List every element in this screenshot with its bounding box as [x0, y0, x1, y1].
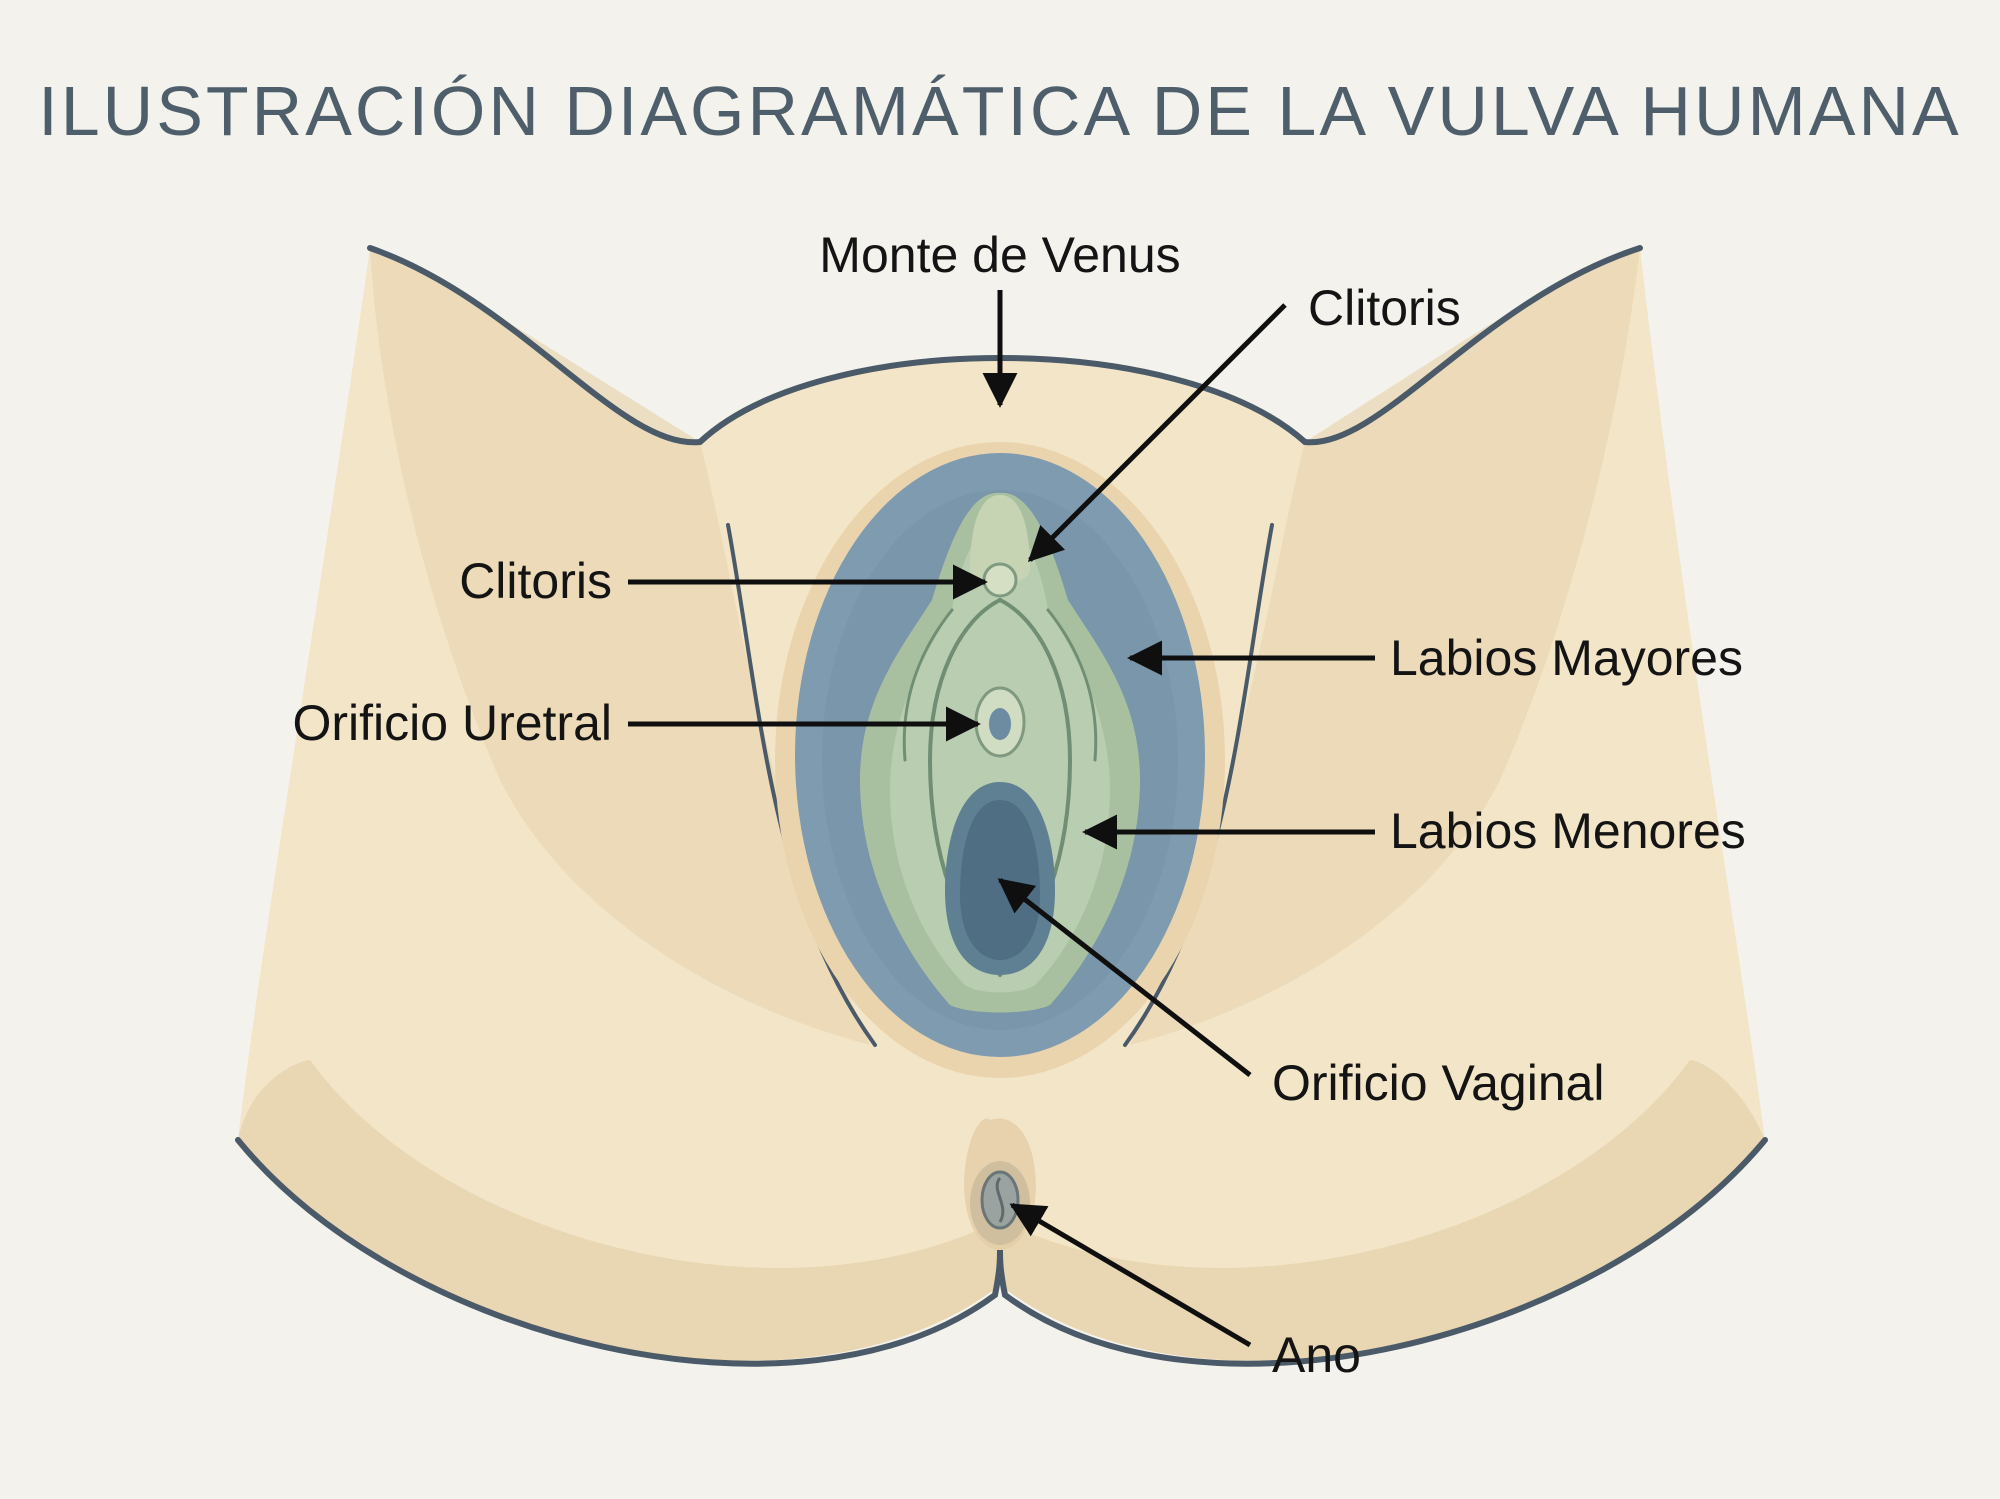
left-thigh-shadow: [370, 248, 870, 1045]
leader-clitoris-top: [1027, 303, 1287, 563]
leader-vaginal: [997, 878, 1252, 1077]
labels: Monte de Venus Clitoris Clitoris Labios …: [293, 227, 1746, 1383]
label-monte-de-venus: Monte de Venus: [819, 227, 1180, 283]
left-thigh-crease: [726, 523, 877, 1047]
label-clitoris-left: Clitoris: [459, 553, 612, 609]
clitoris-structure: [970, 495, 1030, 598]
label-clitoris-top: Clitoris: [1308, 280, 1461, 336]
label-labios-menores: Labios Menores: [1390, 803, 1746, 859]
lower-shadow: [238, 1060, 1765, 1361]
vaginal-orifice: [945, 782, 1055, 975]
diagram-title: ILUSTRACIÓN DIAGRAMÁTICA DE LA VULVA HUM…: [38, 72, 1961, 150]
anus: [970, 1161, 1030, 1245]
leader-lines: [628, 290, 1375, 1348]
clitoris-glans: [982, 562, 1018, 598]
right-thigh-crease: [1123, 523, 1274, 1047]
label-ano: Ano: [1272, 1327, 1361, 1383]
label-orificio-vaginal: Orificio Vaginal: [1272, 1055, 1605, 1111]
label-orificio-uretral: Orificio Uretral: [293, 695, 612, 751]
leader-anus: [1009, 1202, 1252, 1348]
label-labios-mayores: Labios Mayores: [1390, 630, 1743, 686]
right-thigh-shadow: [1130, 248, 1640, 1045]
urethral-orifice: [974, 686, 1026, 758]
